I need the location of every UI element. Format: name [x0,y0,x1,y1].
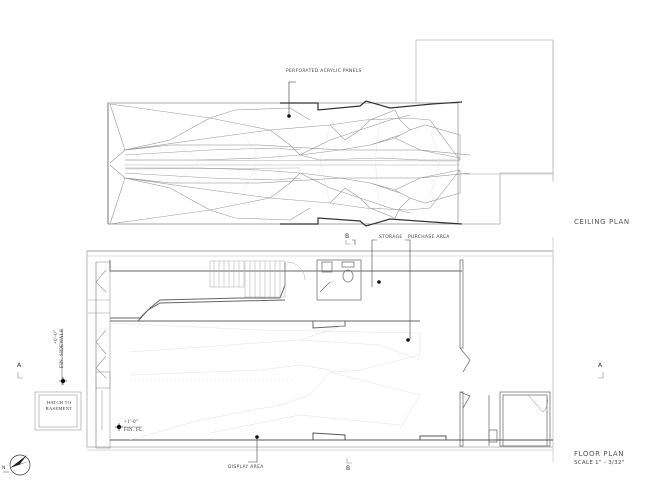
north-arrow-icon [3,454,31,476]
elevation-symbol-floor [115,423,142,431]
scale-label: SCALE 1" - 3/32" [574,460,625,466]
callout-dot [287,114,291,118]
purchase-area-label: PURCHASE AREA [408,235,450,240]
floor-plan-title: FLOOR PLAN [574,450,625,458]
sidewalk-elevation-value: +0'-0" [54,329,59,344]
section-marker-a-right: A [598,362,603,369]
hatch-to-basement-label: HATCH TO BASEMENT [45,400,73,411]
sidewalk-elevation-label: FIN. SIDEWALK [60,327,65,368]
finish-floor-elevation-value: +1'-0" [124,420,139,425]
ceiling-plan-title: CEILING PLAN [574,218,630,226]
section-marker-a-left: A [17,362,22,369]
floor-plan [17,237,604,464]
section-marker-b-top: B [345,233,350,240]
finish-floor-elevation-label: FIN. FL. [124,428,145,433]
ceiling-plan [107,39,554,227]
section-marker-b-bottom: B [346,465,351,472]
elevation-symbol-sidewalk [59,377,67,385]
north-arrow-label: N [2,466,6,471]
display-area-label: DISPLAY AREA [228,465,264,470]
storage-label: STORAGE [379,235,403,240]
perforated-acrylic-panels-label: PERFORATED ACRYLIC PANELS [286,69,362,74]
